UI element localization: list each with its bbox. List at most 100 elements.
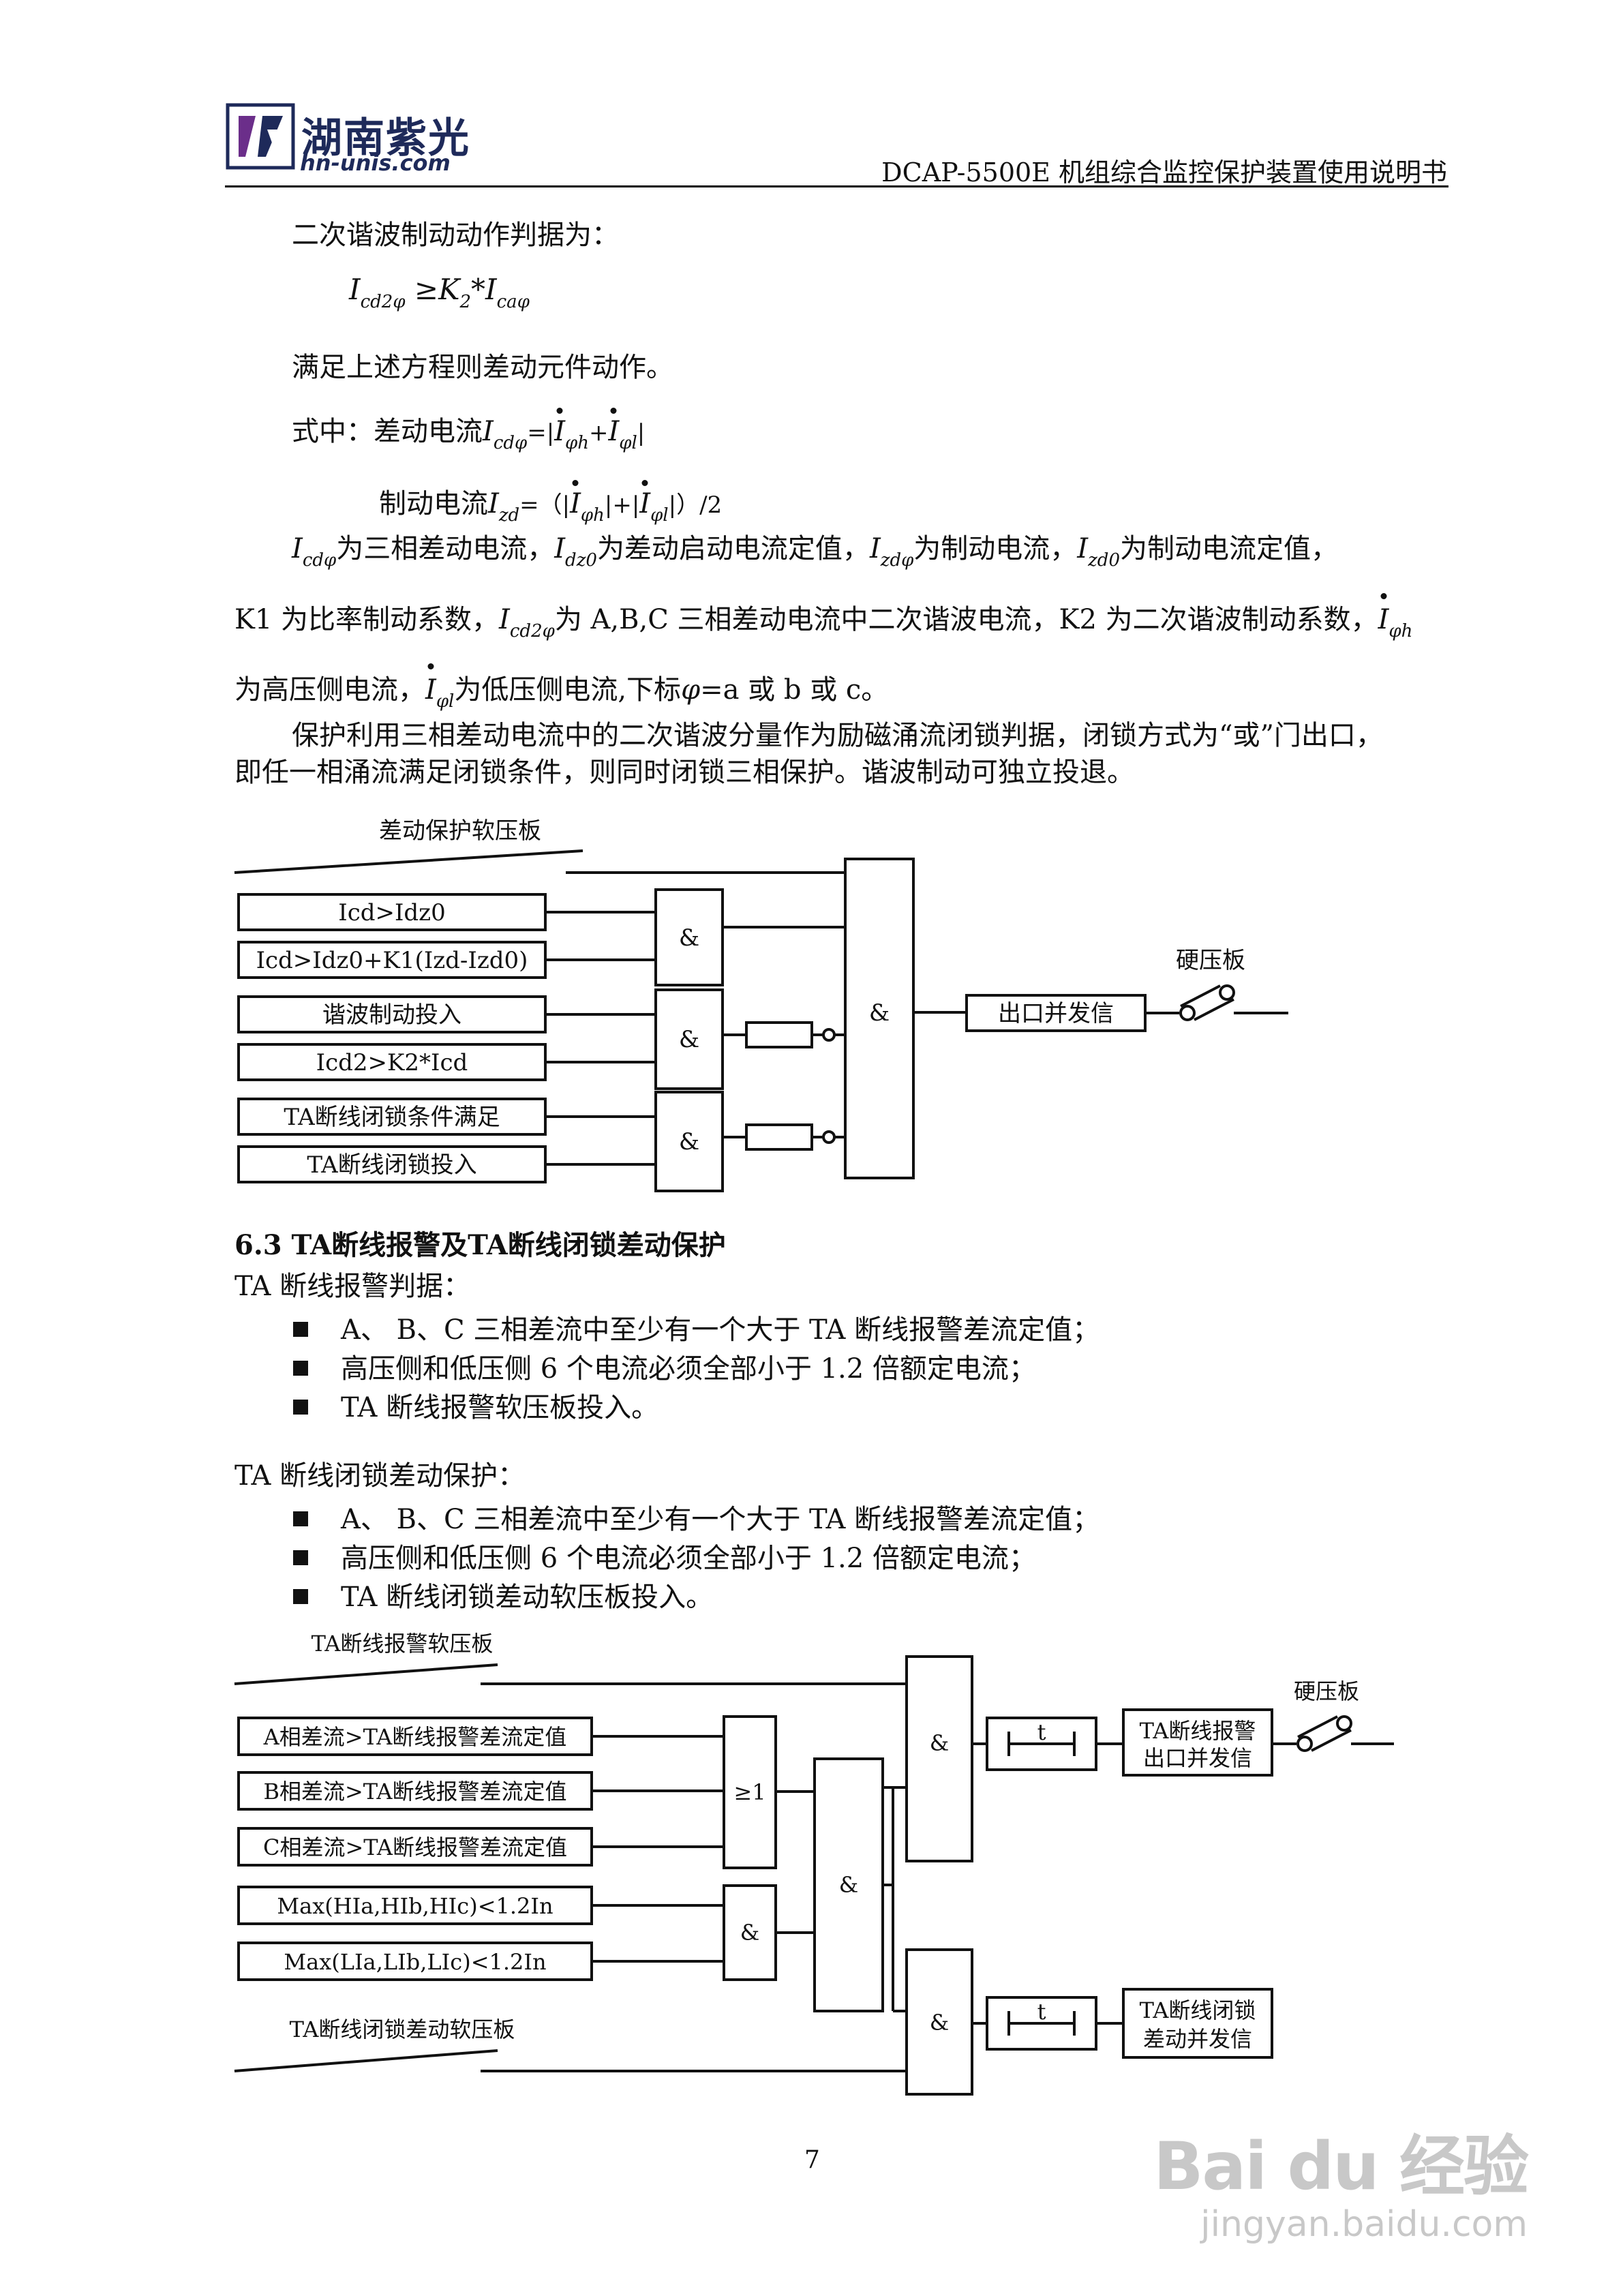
alarm-output-label: 出口并发信 (1143, 1745, 1252, 1771)
brake-prefix: 制动电流 (379, 488, 488, 519)
harmonic-formula: Icd2φ ≥K2*Icaφ (349, 273, 530, 312)
definition-line-1: Icdφ为三相差动电流，Idz0为差动启动电流定值，Izdφ为制动电流，Izd0… (292, 530, 1338, 573)
and-gate (905, 1655, 973, 1862)
bullet-icon (293, 1400, 308, 1415)
hard-plate-terminal (1219, 984, 1235, 1001)
sym-sub: cd2φ (509, 621, 555, 641)
sub-ph: φh (565, 433, 589, 453)
and-label: & (930, 1730, 949, 1756)
input-label: B相差流>TA断线报警差流定值 (263, 1779, 566, 1804)
diff-i: I (483, 416, 494, 447)
watermark-url: jingyan.baidu.com (1200, 2204, 1528, 2245)
main-and-gate (844, 858, 915, 1179)
sym-i: I (554, 533, 566, 564)
and-gate (654, 988, 724, 1090)
i-phase-low: I (425, 671, 436, 708)
differential-logic-diagram: 差动保护软压板 Icd>Idz0 Icd>Idz0+K1(Izd-Izd0) 谐… (234, 817, 1288, 1192)
input-label: Icd2>K2*Icd (316, 1049, 468, 1076)
brake-mid: |+| (604, 492, 640, 519)
def-text: =a 或 b 或 c。 (700, 674, 889, 706)
hard-plate-terminal (1296, 1736, 1313, 1752)
list-item: 高压侧和低压侧 6 个电流必须全部小于 1.2 倍额定电流； (293, 1346, 1036, 1386)
paragraph-line-1: 保护利用三相差动电流中的二次谐波分量作为励磁涌流闭锁判据，闭锁方式为“或”门出口… (292, 720, 1383, 751)
lock-soft-plate-label: TA断线闭锁差动软压板 (290, 2016, 515, 2042)
brake-i: I (488, 488, 499, 519)
and-label: & (679, 1026, 699, 1053)
where-prefix: 式中：差动电流 (292, 416, 483, 447)
def-text: 为低压侧电流,下标 (454, 674, 682, 706)
and-label: & (740, 1920, 759, 1946)
sym-i: I (1077, 533, 1089, 564)
list-item-text: A、 B、C 三相差流中至少有一个大于 TA 断线报警差流定值； (341, 1504, 1100, 1535)
document-title: DCAP-5500E 机组综合监控保护装置使用说明书 (881, 157, 1447, 187)
sym-i: I (499, 604, 510, 635)
diff-current-def: 式中：差动电流Icdφ=|Iφh+Iφl| (292, 409, 645, 453)
def-text: 为差动启动电流定值， (596, 533, 870, 564)
hard-plate-label: 硬压板 (1294, 1678, 1359, 1704)
hard-plate-terminal (1179, 1005, 1196, 1021)
formula-mul: *I (471, 273, 497, 306)
header-divider (225, 185, 1448, 187)
and-label: & (930, 2010, 949, 2036)
def-text: 为制动电流定值， (1120, 533, 1338, 564)
watermark: Bai du 经验 jingyan.baidu.com (1153, 2113, 1529, 2245)
def-text: K1 为比率制动系数， (234, 604, 500, 635)
list-item-text: TA 断线报警软压板投入。 (341, 1392, 659, 1423)
bar-close: | (637, 419, 646, 447)
sym-sub: dz0 (565, 550, 597, 571)
output-label: 出口并发信 (998, 1000, 1114, 1027)
sub-pl: φl (619, 433, 637, 453)
or-label: ≥1 (733, 1779, 765, 1805)
bullet-icon (293, 1550, 308, 1565)
hard-plate-label: 硬压板 (1176, 947, 1245, 974)
definition-line-3: 为高压侧电流，Iφl为低压侧电流,下标φ=a 或 b 或 c。 (234, 671, 888, 714)
delay-block (745, 1021, 813, 1048)
brake-sub: zd (498, 505, 520, 526)
ta-break-logic-diagram: TA断线报警软压板 A相差流>TA断线报警差流定值 B相差流>TA断线报警差流定… (234, 1631, 1394, 2096)
sym-sub: zd0 (1088, 550, 1120, 571)
plus: + (588, 419, 609, 447)
def-text: 为 A,B,C 三相差动电流中二次谐波电流，K2 为二次谐波制动系数， (554, 604, 1378, 635)
formula-i: I (349, 273, 361, 306)
def-text: 为制动电流， (913, 533, 1078, 564)
formula-op: ≥K (414, 273, 460, 306)
satisfy-text: 满足上述方程则差动元件动作。 (292, 352, 673, 383)
and-gate (654, 888, 724, 986)
list-item: TA 断线闭锁差动软压板投入。 (293, 1575, 713, 1614)
phi-symbol: φ (681, 674, 701, 706)
input-label: TA断线闭锁投入 (307, 1151, 476, 1179)
timer-label: t (1037, 1719, 1046, 1745)
hard-plate-terminal (1336, 1715, 1352, 1732)
logo-mark-icon (226, 103, 295, 170)
list-item: A、 B、C 三相差流中至少有一个大于 TA 断线报警差流定值； (293, 1497, 1099, 1537)
inverter-bubble (822, 1130, 836, 1144)
alarm-output-label: TA断线报警 (1140, 1718, 1256, 1744)
list-item-text: A、 B、C 三相差流中至少有一个大于 TA 断线报警差流定值； (341, 1314, 1100, 1346)
i-phase-high: I (570, 488, 581, 519)
list-item-text: TA 断线闭锁差动软压板投入。 (341, 1582, 714, 1613)
sym-sub: zdφ (880, 550, 914, 571)
sub-ph: φh (1389, 621, 1413, 641)
bullet-icon (293, 1322, 308, 1337)
formula-sub: cd2φ (360, 292, 406, 312)
sym-i: I (292, 533, 303, 564)
brake-current-def: 制动电流Izd=（|Iφh|+|Iφl|）/2 (379, 481, 722, 526)
list-item-text: 高压侧和低压侧 6 个电流必须全部小于 1.2 倍额定电流； (341, 1543, 1036, 1574)
definition-line-2: K1 为比率制动系数，Icd2φ为 A,B,C 三相差动电流中二次谐波电流，K2… (234, 601, 1412, 644)
sub-ph: φh (580, 505, 605, 526)
input-label: Icd>Idz0 (338, 899, 445, 926)
input-label: Max(HIa,HIb,HIc)<1.2In (277, 1893, 553, 1919)
timer-label: t (1037, 1999, 1046, 2025)
page-number: 7 (804, 2146, 820, 2174)
input-label: Icd>Idz0+K1(Izd-Izd0) (256, 947, 528, 974)
def-text: 为三相差动电流， (336, 533, 555, 564)
input-label: TA断线闭锁条件满足 (284, 1104, 500, 1131)
i-phase-high: I (1378, 601, 1389, 638)
criteria-label: 二次谐波制动动作判据为： (292, 220, 619, 251)
soft-plate-label: 差动保护软压板 (379, 817, 541, 845)
alarm-soft-plate-label: TA断线报警软压板 (312, 1631, 494, 1657)
list-item: 高压侧和低压侧 6 个电流必须全部小于 1.2 倍额定电流； (293, 1536, 1036, 1575)
bullet-icon (293, 1589, 308, 1604)
input-label: C相差流>TA断线报警差流定值 (263, 1834, 567, 1860)
lock-output-label: 差动并发信 (1143, 2026, 1252, 2052)
